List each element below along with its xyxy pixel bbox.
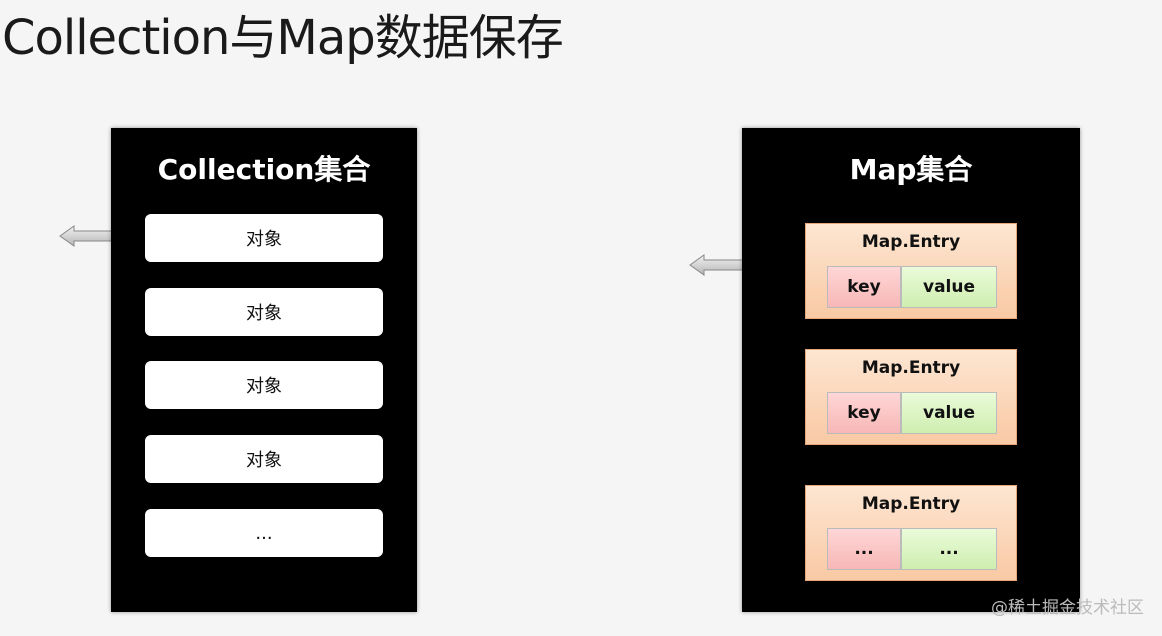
map-panel: Map集合 Map.Entry key value Map.Entry key … bbox=[742, 128, 1080, 612]
entry-value: value bbox=[901, 392, 997, 434]
collection-item: 对象 bbox=[145, 435, 383, 483]
map-entry-label: Map.Entry bbox=[861, 358, 961, 378]
entry-key: key bbox=[827, 266, 901, 308]
collection-item: 对象 bbox=[145, 288, 383, 336]
entry-key: key bbox=[827, 392, 901, 434]
map-title: Map集合 bbox=[849, 153, 973, 186]
map-entry: Map.Entry ... ... bbox=[805, 485, 1017, 581]
entry-value: ... bbox=[901, 528, 997, 570]
collection-item: 对象 bbox=[145, 214, 383, 262]
map-entry: Map.Entry key value bbox=[805, 223, 1017, 319]
watermark: @稀土掘金技术社区 bbox=[991, 598, 1144, 618]
collection-panel: Collection集合 对象 对象 对象 对象 ... bbox=[111, 128, 417, 612]
map-entry: Map.Entry key value bbox=[805, 349, 1017, 445]
collection-title: Collection集合 bbox=[157, 153, 371, 186]
map-entry-label: Map.Entry bbox=[861, 232, 961, 252]
collection-item: 对象 bbox=[145, 361, 383, 409]
entry-key: ... bbox=[827, 528, 901, 570]
entry-value: value bbox=[901, 266, 997, 308]
slide-title: Collection与Map数据保存 bbox=[2, 10, 564, 66]
map-entry-label: Map.Entry bbox=[861, 494, 961, 514]
collection-item: ... bbox=[145, 509, 383, 557]
